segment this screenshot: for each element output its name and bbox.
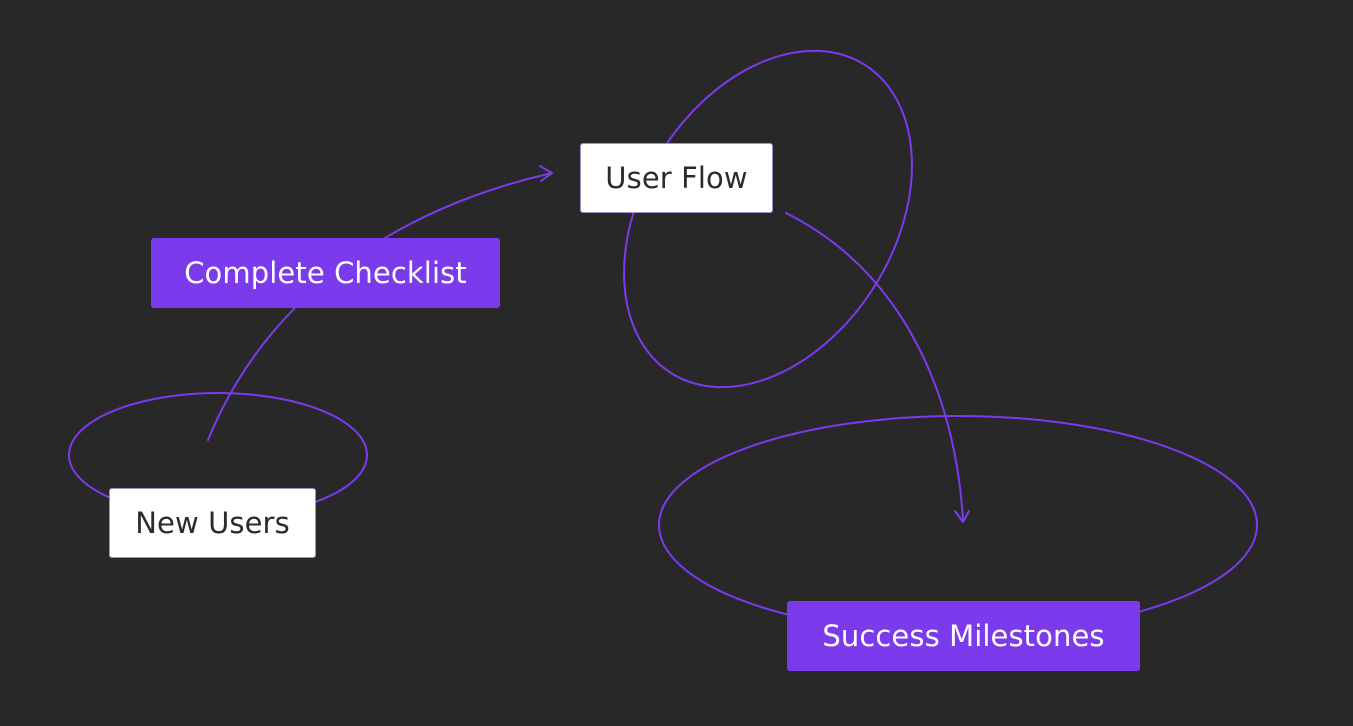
user-flow-ellipse bbox=[623, 49, 913, 389]
user-flow-to-success-milestones-arrowhead bbox=[954, 510, 970, 523]
user-flow-to-success-milestones-connector bbox=[785, 212, 964, 521]
node-complete-checklist[interactable]: Complete Checklist bbox=[151, 238, 500, 308]
node-success-milestones[interactable]: Success Milestones bbox=[787, 601, 1140, 671]
node-new-users[interactable]: New Users bbox=[109, 488, 316, 558]
new-users-to-user-flow-arrowhead bbox=[539, 165, 553, 182]
node-user-flow[interactable]: User Flow bbox=[580, 143, 773, 213]
